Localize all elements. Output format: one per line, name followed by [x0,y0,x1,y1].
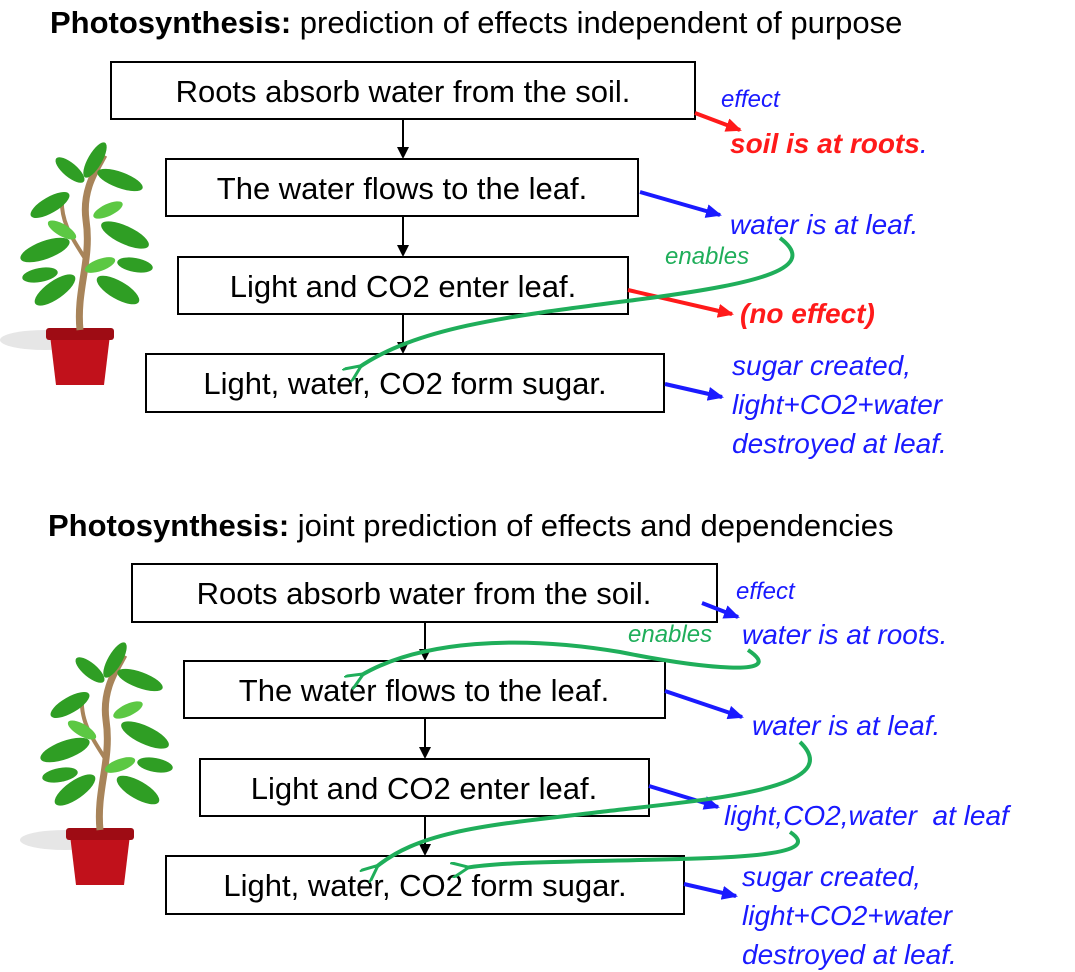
bottom-step-1-label: Roots absorb water from the soil. [197,576,652,611]
bottom-effect-2-text: water is at leaf. [752,710,940,741]
top-effect-label: effect [721,86,781,113]
bottom-effect-label: effect [736,578,796,605]
potted-plant-icon [20,642,173,885]
bottom-effect-3-text: light,CO2,water at leaf [724,800,1012,831]
top-step-2-box [165,158,639,217]
potted-plant-icon [0,142,153,385]
top-effect-4-line-3: destroyed at leaf. [732,428,947,459]
top-step-3-box [177,256,629,315]
top-panel: Photosynthesis: prediction of effects in… [0,5,947,459]
bottom-effect-1-text: water is at roots. [742,619,947,650]
bottom-panel-title: Photosynthesis: joint prediction of effe… [48,508,894,543]
top-effect-arrow-1 [694,111,742,132]
top-step-4-box [145,353,665,413]
top-enables-label: enables [665,243,749,270]
bottom-panel: Photosynthesis: joint prediction of effe… [20,508,1012,970]
bottom-effect-4-line-3: destroyed at leaf. [742,939,957,970]
bottom-effect-4-line-1: sugar created, [742,861,921,892]
top-step-1-box [110,61,696,120]
bottom-step-1-box [131,563,718,623]
top-effect-4-line-1: sugar created, [732,350,911,381]
bottom-enables-label: enables [628,621,712,648]
top-step-3-label: Light and CO2 enter leaf. [230,269,576,304]
top-step-2-label: The water flows to the leaf. [217,171,587,206]
top-effect-arrow-2 [639,190,722,218]
bottom-enables-arrow-2 [375,740,812,868]
bottom-enables-arrow-1 [360,640,761,676]
bottom-step-4-label: Light, water, CO2 form sugar. [223,868,626,903]
bottom-step-2-box [183,660,666,719]
top-panel-title: Photosynthesis: prediction of effects in… [50,5,902,40]
top-effect-3-text: (no effect) [740,298,875,329]
bottom-effect-arrow-4 [683,882,738,900]
bottom-enables-arrow-3 [465,830,800,868]
top-step-4-label: Light, water, CO2 form sugar. [203,366,606,401]
top-effect-1-text: soil is at roots. [730,128,928,159]
top-effect-2-text: water is at leaf. [730,209,918,240]
bottom-step-2-label: The water flows to the leaf. [239,673,609,708]
top-effect-4-line-2: light+CO2+water [732,389,944,420]
bottom-step-4-box [165,855,685,915]
bottom-effect-arrow-3 [648,784,720,810]
bottom-effect-4-line-2: light+CO2+water [742,900,954,931]
bottom-effect-arrow-2 [664,689,744,720]
top-enables-arrow [358,236,795,368]
top-step-1-label: Roots absorb water from the soil. [176,74,631,109]
top-effect-arrow-3 [627,288,734,318]
bottom-step-3-box [199,758,650,817]
bottom-effect-arrow-1 [701,601,740,619]
bottom-step-3-label: Light and CO2 enter leaf. [251,771,597,806]
top-effect-arrow-4 [664,382,724,401]
